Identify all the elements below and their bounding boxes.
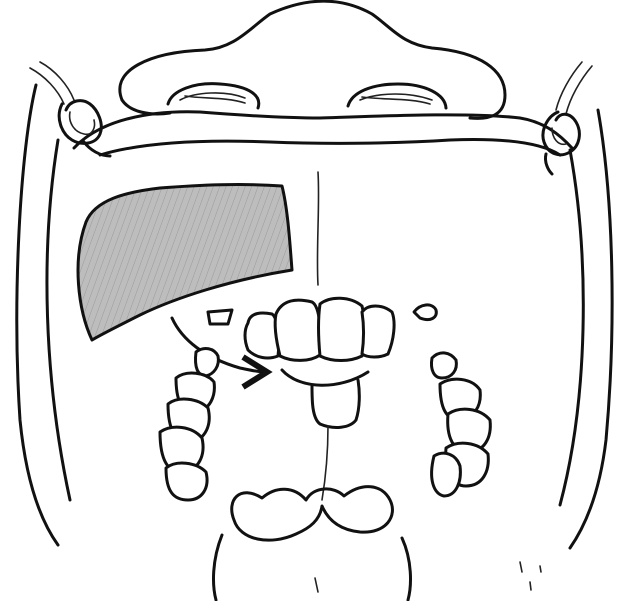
retractor-left-icon (30, 62, 110, 156)
posterior-teeth-right (431, 353, 490, 496)
upper-lip (74, 112, 572, 155)
uvula-region (282, 370, 368, 500)
scratch-marks (315, 562, 541, 592)
posterior-teeth-left (160, 349, 218, 500)
tissue-fragment-right (414, 305, 436, 320)
nostril-right (348, 84, 446, 108)
tissue-fragment-left (208, 310, 232, 324)
palate-midline (317, 172, 318, 285)
tongue-base (214, 487, 411, 600)
anterior-teeth (245, 298, 394, 360)
retractor-right-icon (543, 62, 592, 174)
nose (120, 1, 505, 118)
nostril-left (168, 84, 259, 108)
